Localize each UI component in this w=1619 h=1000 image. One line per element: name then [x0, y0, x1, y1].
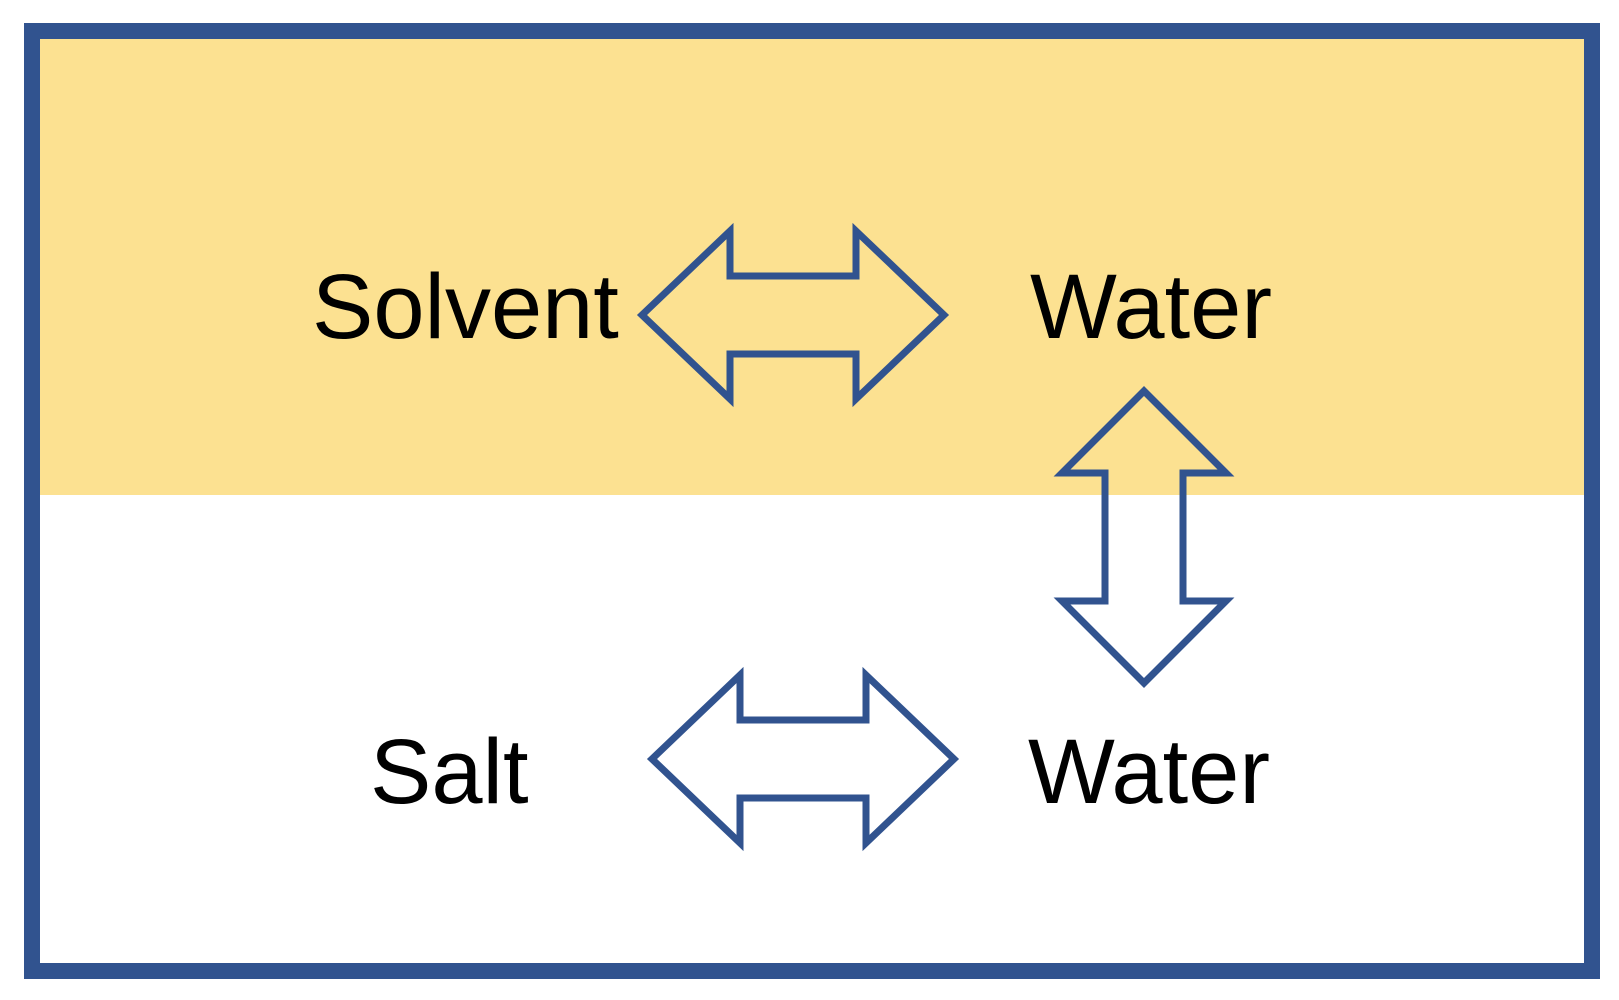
label-salt: Salt	[370, 721, 529, 823]
label-water-bottom: Water	[1028, 721, 1270, 823]
diagram-frame: Solvent Water Salt Water	[24, 23, 1600, 979]
organic-phase-region	[40, 39, 1584, 495]
interphase-water-double-arrow-icon	[1053, 386, 1235, 688]
label-solvent: Solvent	[312, 256, 619, 358]
label-water-top: Water	[1030, 256, 1272, 358]
salt-water-double-arrow-icon	[646, 666, 960, 852]
solvent-water-double-arrow-icon	[636, 222, 950, 408]
phase-container: Solvent Water Salt Water	[40, 39, 1584, 963]
aqueous-phase-region	[40, 495, 1584, 963]
